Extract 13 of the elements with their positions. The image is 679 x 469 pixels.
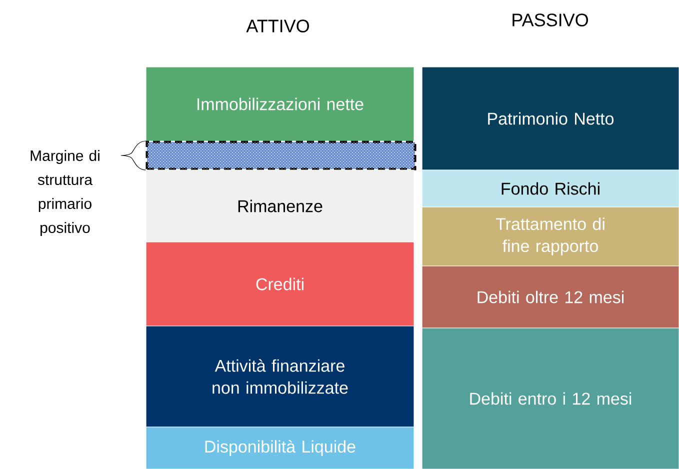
balance-box: Patrimonio Netto [422, 66, 679, 170]
side-label: Margine di struttura primario positivo [30, 150, 100, 236]
balance-box: Fondo Rischi [422, 170, 679, 208]
balance-box: Debiti entro i 12 mesi [422, 328, 679, 469]
balance-box: Rimanenze [146, 170, 414, 242]
balance-box: Debiti oltre 12 mesi [422, 266, 679, 328]
balance-box: Immobilizzazioni nette [146, 66, 414, 142]
column-heading: ATTIVO [246, 20, 309, 32]
balance-box: Attività finanziare non immobilizzate [146, 326, 414, 428]
balance-box: Crediti [146, 242, 414, 326]
balance-box: Trattamento di fine rapporto [422, 206, 679, 266]
balance-box: Disponibilità Liquide [146, 426, 414, 469]
column-heading: PASSIVO [512, 14, 588, 26]
